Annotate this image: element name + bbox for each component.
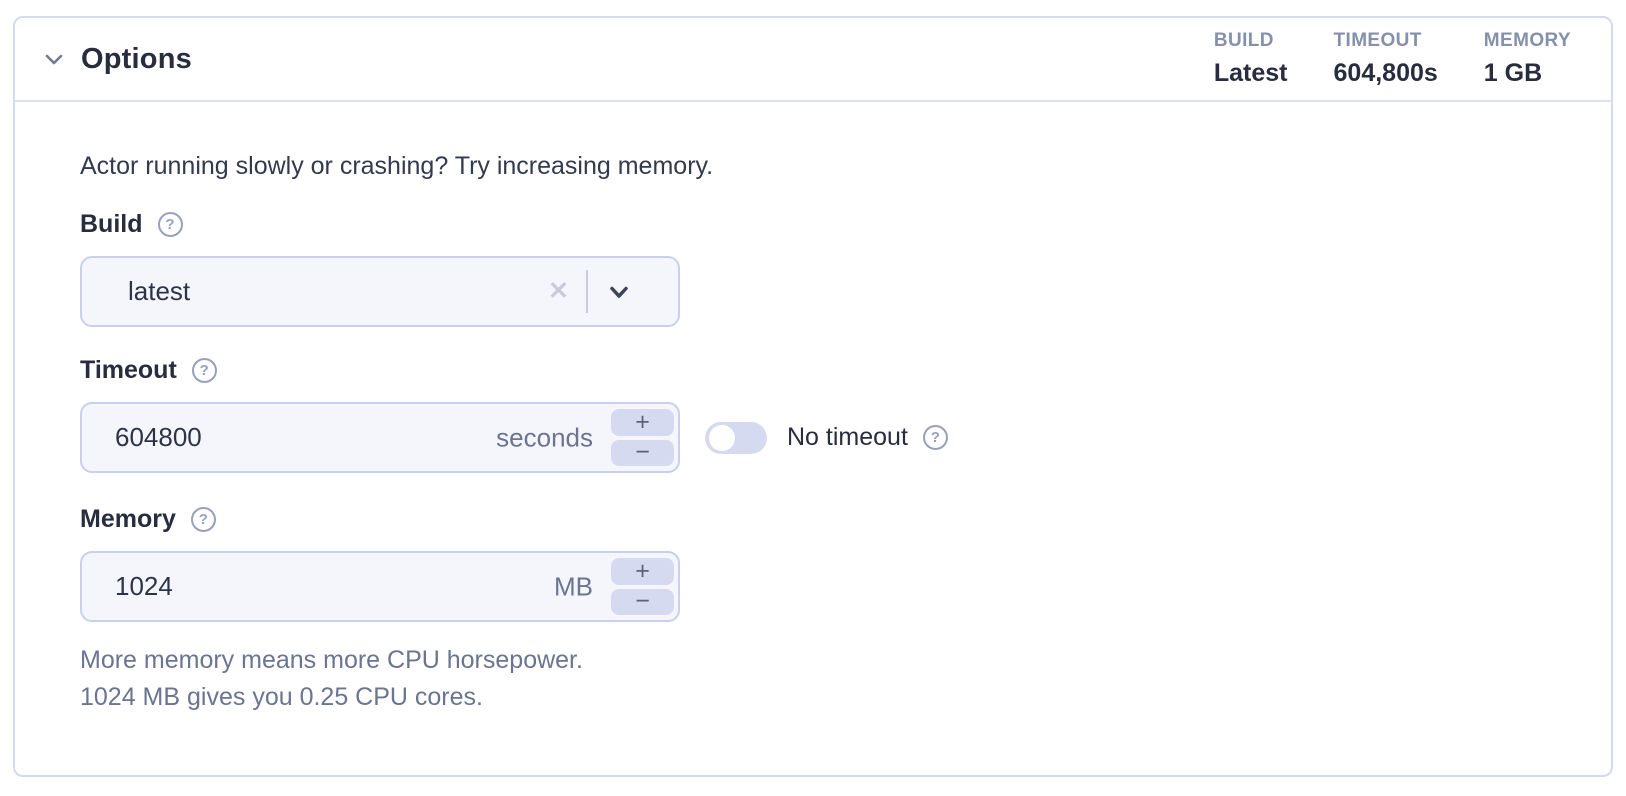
clear-icon[interactable]: ✕ <box>548 277 569 305</box>
stat-memory-value: 1 GB <box>1483 59 1543 87</box>
stat-build-value: Latest <box>1213 59 1288 87</box>
build-select-controls: ✕ <box>548 270 633 313</box>
stat-build-label: BUILD <box>1213 30 1274 51</box>
timeout-steppers: + − <box>611 409 674 466</box>
options-panel: Options BUILD Latest TIMEOUT 604,800s ME… <box>13 16 1613 777</box>
stat-timeout: TIMEOUT 604,800s <box>1334 30 1438 88</box>
build-label-row: Build ? <box>80 210 1571 239</box>
no-timeout-label: No timeout <box>787 423 908 451</box>
build-help-icon[interactable]: ? <box>157 212 183 237</box>
memory-help-line-2: 1024 MB gives you 0.25 CPU cores. <box>80 683 483 711</box>
memory-steppers: + − <box>611 558 674 615</box>
select-divider <box>586 270 588 313</box>
memory-label: Memory <box>80 505 176 533</box>
memory-help-line-1: More memory means more CPU horsepower. <box>80 646 583 674</box>
toggle-knob <box>709 424 735 451</box>
chevron-down-icon[interactable] <box>42 47 66 71</box>
build-select[interactable]: latest ✕ <box>80 256 680 327</box>
memory-help-icon[interactable]: ? <box>190 507 216 532</box>
options-body: Actor running slowly or crashing? Try in… <box>15 102 1611 716</box>
memory-label-row: Memory ? <box>80 505 1571 534</box>
intro-text: Actor running slowly or crashing? Try in… <box>80 152 714 180</box>
timeout-input[interactable] <box>82 404 678 471</box>
stat-build: BUILD Latest <box>1214 30 1288 88</box>
no-timeout-help-icon[interactable]: ? <box>922 425 948 450</box>
memory-input[interactable] <box>82 553 678 620</box>
timeout-label: Timeout <box>80 356 177 384</box>
memory-decrement-button[interactable]: − <box>611 588 674 615</box>
build-label: Build <box>80 210 143 238</box>
stat-timeout-value: 604,800s <box>1333 59 1438 87</box>
timeout-decrement-button[interactable]: − <box>611 439 674 466</box>
options-header: Options BUILD Latest TIMEOUT 604,800s ME… <box>15 18 1611 102</box>
stat-memory-label: MEMORY <box>1483 30 1571 51</box>
collapse-section-control[interactable]: Options <box>42 43 192 76</box>
timeout-row: seconds + − No timeout ? <box>80 385 1571 473</box>
header-stats: BUILD Latest TIMEOUT 604,800s MEMORY 1 G… <box>1214 30 1571 88</box>
no-timeout-toggle[interactable] <box>705 421 767 454</box>
stat-timeout-label: TIMEOUT <box>1333 30 1422 51</box>
stat-memory: MEMORY 1 GB <box>1484 30 1571 88</box>
timeout-label-row: Timeout ? <box>80 356 1571 385</box>
build-select-value: latest <box>128 276 191 306</box>
timeout-increment-button[interactable]: + <box>611 409 674 436</box>
memory-increment-button[interactable]: + <box>611 558 674 585</box>
timeout-field: seconds + − <box>80 402 680 473</box>
chevron-down-icon[interactable] <box>605 278 633 306</box>
memory-field: MB + − <box>80 551 680 622</box>
panel-title: Options <box>81 42 192 75</box>
timeout-help-icon[interactable]: ? <box>191 358 217 383</box>
memory-help-text: More memory means more CPU horsepower. 1… <box>80 642 1571 716</box>
